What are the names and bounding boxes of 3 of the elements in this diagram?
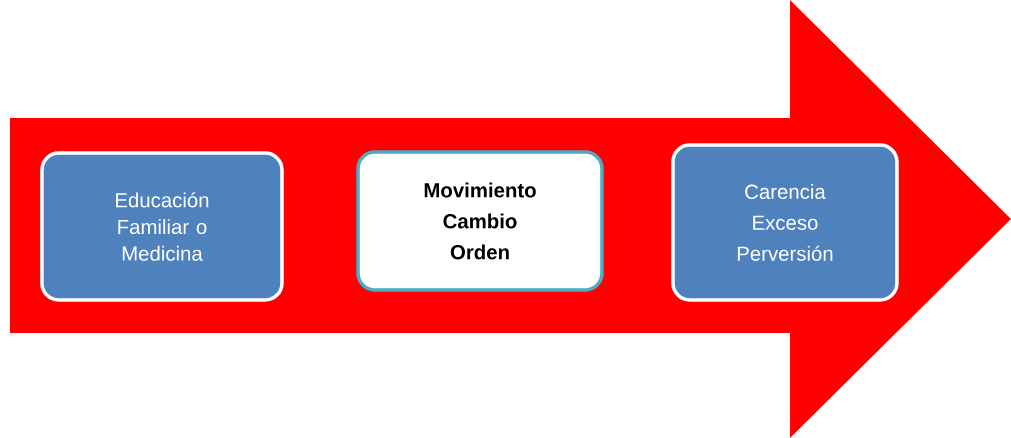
process-box: Carencia Exceso Perversión: [671, 143, 899, 302]
process-box: Movimiento Cambio Orden: [356, 150, 604, 292]
process-box: Educación Familiar o Medicina: [40, 151, 284, 302]
